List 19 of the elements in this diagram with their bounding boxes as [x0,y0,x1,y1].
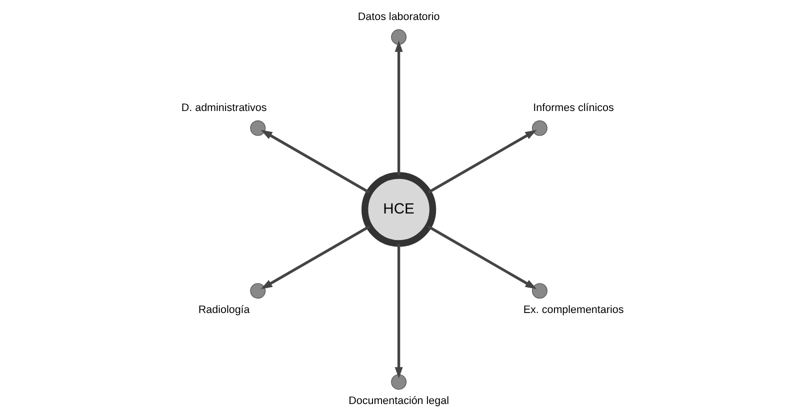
node-circle [531,283,547,299]
node-label: Datos laboratorio [357,11,440,24]
node-label: D. administrativos [180,102,266,114]
arrow [427,225,536,290]
arrow [260,130,370,194]
node-circle [390,29,406,45]
node-label: Radiología [198,304,250,316]
node-circle [250,283,266,299]
node-circle: HCE [360,172,436,247]
arrow [394,40,402,176]
node-circle [531,120,547,136]
node-circle [250,120,266,136]
node-label: Documentación legal [348,395,449,408]
node-label: Ex. complementarios [522,304,624,316]
node-circle [390,374,406,390]
arrow [260,225,370,290]
arrow [394,244,402,379]
arrow [427,130,536,194]
node-label: Informes clínicos [532,102,614,114]
